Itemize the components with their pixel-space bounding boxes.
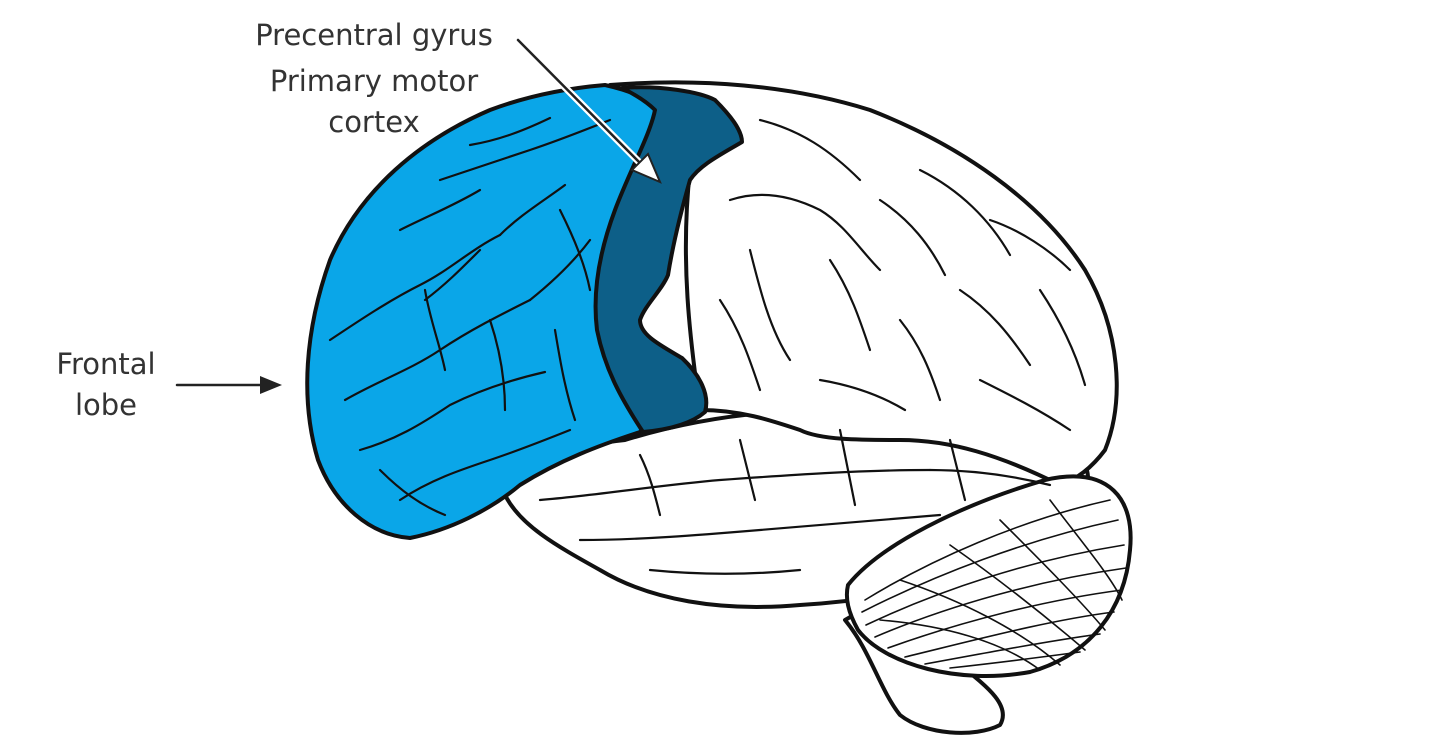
precentral-label-line2: Primary motor	[270, 64, 478, 98]
precentral-label-line1: Precentral gyrus	[255, 18, 493, 52]
parietal-sulci	[718, 118, 1087, 432]
frontal-lobe-label: Frontal lobe	[56, 347, 155, 422]
cerebellum-folia	[861, 499, 1127, 671]
frontal-label-line2: lobe	[75, 388, 137, 422]
precentral-label-line3: cortex	[328, 105, 419, 139]
temporal-sulci	[538, 428, 1052, 575]
frontal-label-line1: Frontal	[56, 347, 155, 381]
primary-motor-cortex	[593, 85, 744, 434]
precentral-gyrus-label: Precentral gyrus Primary motor cortex	[255, 18, 493, 139]
precentral-arrow	[514, 36, 662, 184]
frontal-sulci	[328, 116, 612, 517]
frontal-arrow	[175, 376, 282, 394]
